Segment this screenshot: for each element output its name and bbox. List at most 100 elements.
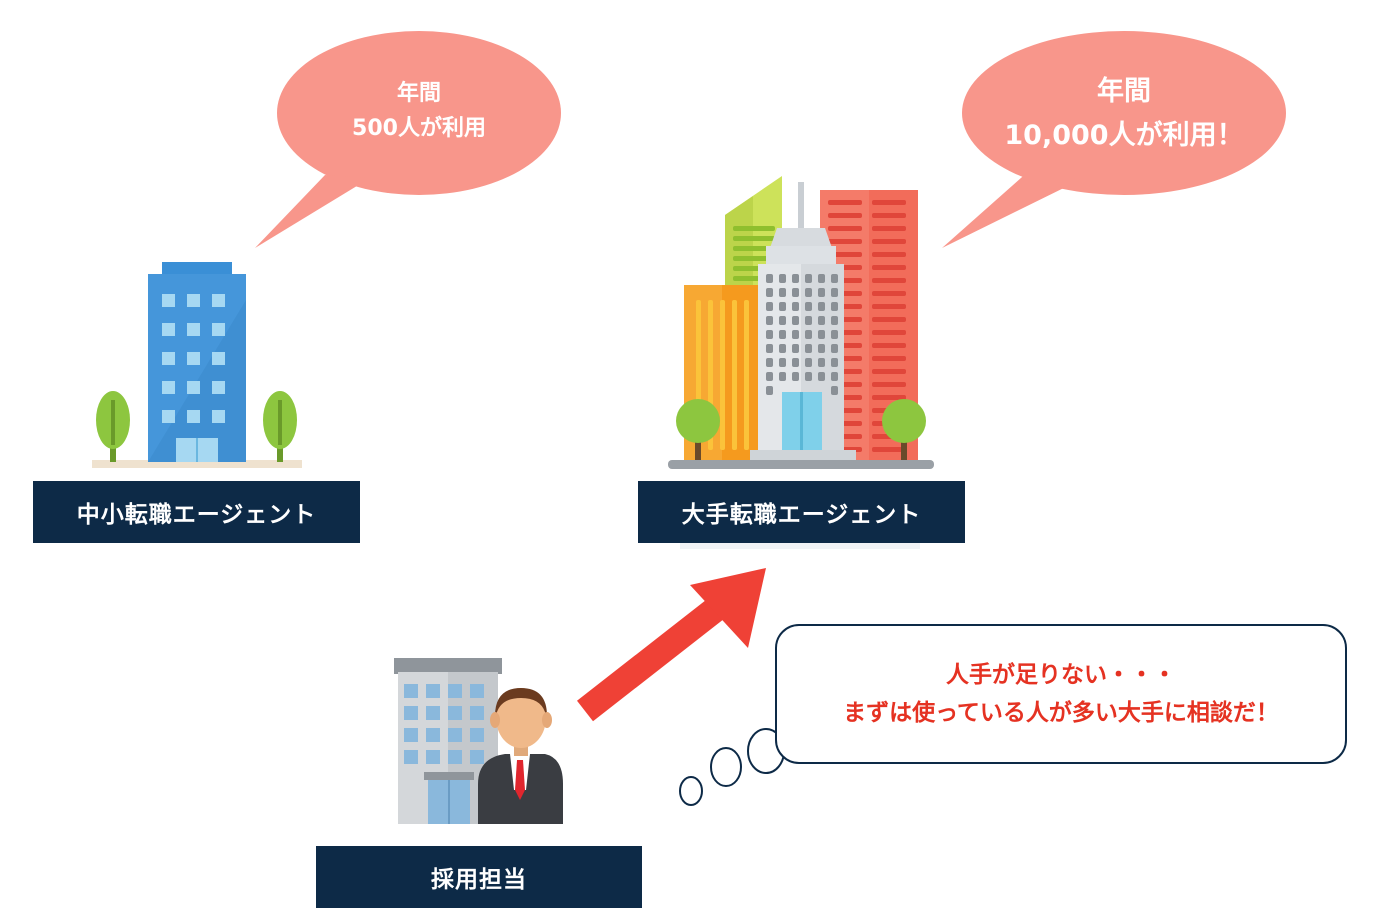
window-shape (212, 294, 225, 307)
window-shape (426, 706, 440, 720)
window-shape (872, 265, 906, 270)
window-shape (828, 252, 862, 257)
window-shape (744, 300, 749, 450)
window-shape (792, 288, 799, 297)
tree-icon (882, 399, 926, 462)
window-shape (212, 381, 225, 394)
window-shape (187, 294, 200, 307)
large-agent-bubble-line2: 10,000人が利用！ (1004, 120, 1244, 151)
window-shape (733, 256, 775, 261)
window-shape (733, 246, 775, 251)
window-shape (470, 750, 484, 764)
tree-icon (96, 391, 130, 462)
small-agent-label-text: 中小転職エージェント (76, 502, 317, 528)
window-shape (470, 728, 484, 742)
thought-line1: 人手が足りない・・・ (946, 662, 1176, 688)
window-shape (766, 302, 773, 311)
window-shape (818, 358, 825, 367)
window-shape (792, 316, 799, 325)
skyscrapers-icon (668, 176, 934, 469)
window-shape (805, 344, 812, 353)
window-shape (818, 344, 825, 353)
window-shape (162, 294, 175, 307)
window-shape (872, 278, 906, 283)
window-shape (779, 274, 786, 283)
window-shape (766, 358, 773, 367)
window-shape (831, 358, 838, 367)
window-shape (805, 330, 812, 339)
window-shape (766, 288, 773, 297)
window-shape (831, 344, 838, 353)
window-shape (872, 356, 906, 361)
window-shape (733, 236, 775, 241)
window-shape (872, 369, 906, 374)
window-shape (818, 330, 825, 339)
window-shape (872, 291, 906, 296)
window-shape (733, 226, 775, 231)
window-shape (426, 684, 440, 698)
thought-bubble-tail (679, 728, 785, 806)
window-shape (872, 213, 906, 218)
window-shape (779, 358, 786, 367)
window-shape (766, 344, 773, 353)
window-shape (766, 372, 773, 381)
large-agent-label-text: 大手転職エージェント (681, 502, 922, 528)
large-agent-speech-bubble (942, 31, 1286, 248)
window-shape (818, 274, 825, 283)
thought-line2: まずは使っている人が多い大手に相談だ！ (843, 700, 1279, 726)
tree-icon (676, 399, 720, 462)
window-shape (872, 239, 906, 244)
small-agent-bubble-line1: 年間 (396, 81, 441, 106)
window-shape (872, 200, 906, 205)
window-shape (872, 252, 906, 257)
window-shape (872, 395, 906, 400)
arrow-to-large-agent (576, 568, 766, 722)
window-shape (779, 302, 786, 311)
window-shape (831, 386, 838, 395)
window-shape (831, 288, 838, 297)
window-shape (872, 330, 906, 335)
window-shape (831, 274, 838, 283)
window-shape (162, 352, 175, 365)
window-shape (448, 706, 462, 720)
window-shape (872, 447, 906, 452)
window-shape (426, 728, 440, 742)
window-shape (187, 323, 200, 336)
window-shape (426, 750, 440, 764)
window-shape (805, 274, 812, 283)
window-shape (766, 386, 773, 395)
window-shape (805, 302, 812, 311)
large-agent-bubble-line1: 年間 (1097, 76, 1151, 107)
window-shape (187, 410, 200, 423)
window-shape (404, 684, 418, 698)
small-agent-speech-bubble (255, 31, 561, 248)
window-shape (766, 316, 773, 325)
window-shape (779, 316, 786, 325)
recruiter-label: 採用担当 (316, 846, 642, 908)
window-shape (720, 300, 725, 450)
window-shape (212, 410, 225, 423)
window-shape (818, 302, 825, 311)
window-shape (448, 684, 462, 698)
small-agent-label: 中小転職エージェント (33, 481, 360, 543)
window-shape (805, 358, 812, 367)
window-shape (792, 302, 799, 311)
window-shape (828, 239, 862, 244)
small-office-building-icon (92, 262, 302, 468)
recruiter-label-text: 採用担当 (431, 867, 527, 893)
window-shape (831, 330, 838, 339)
window-shape (212, 323, 225, 336)
window-shape (766, 274, 773, 283)
window-shape (831, 316, 838, 325)
window-shape (162, 323, 175, 336)
window-shape (779, 330, 786, 339)
window-shape (872, 382, 906, 387)
window-shape (805, 372, 812, 381)
window-shape (818, 288, 825, 297)
small-agent-bubble-line2: 500人が利用 (352, 116, 486, 141)
window-shape (766, 330, 773, 339)
window-shape (805, 288, 812, 297)
window-shape (831, 302, 838, 311)
window-shape (792, 274, 799, 283)
